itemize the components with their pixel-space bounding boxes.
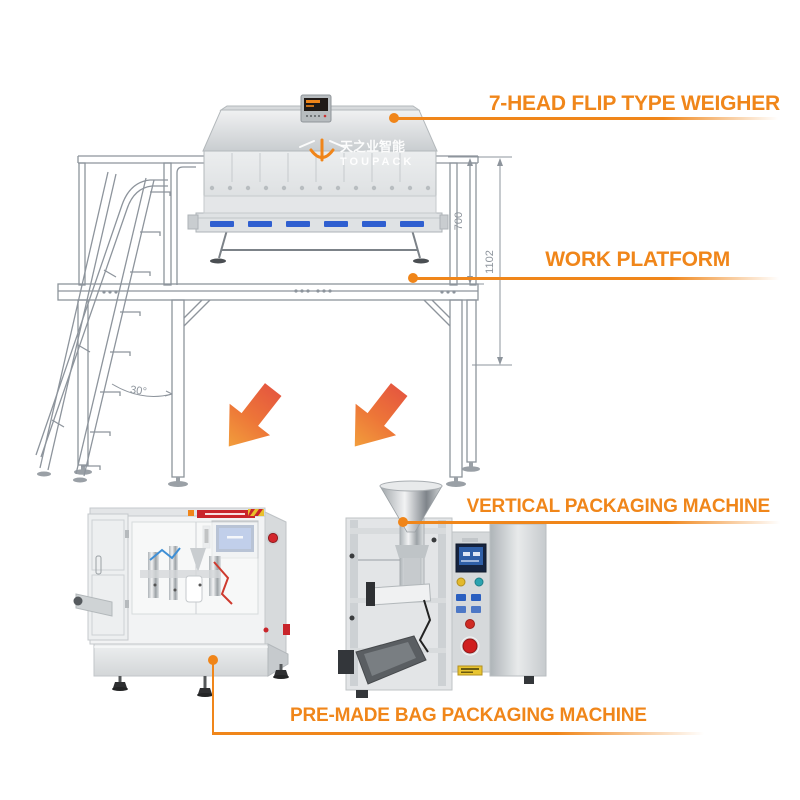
flip-bucket-pivots bbox=[209, 185, 431, 191]
premade-machine-estop bbox=[266, 531, 280, 545]
conveyor-belts bbox=[210, 221, 424, 227]
vffs-control-panel bbox=[455, 538, 487, 676]
callout-premade-machine-label: PRE-MADE BAG PACKAGING MACHINE bbox=[290, 705, 647, 726]
callout-vertical-machine-label: VERTICAL PACKAGING MACHINE bbox=[466, 496, 771, 517]
brand-watermark: 天之业智能 TOUPACK bbox=[299, 138, 414, 168]
callout-point-dot bbox=[408, 273, 418, 283]
callout-point-dot bbox=[398, 517, 408, 527]
vffs-mechanism bbox=[349, 537, 437, 653]
callout-vertical-machine-leader-line bbox=[403, 521, 780, 524]
watermark-cn-text: 天之业智能 bbox=[340, 139, 405, 154]
callout-point-dot bbox=[208, 655, 218, 665]
arrow-down-left-icon bbox=[228, 383, 282, 447]
weigher-head-display bbox=[300, 94, 332, 123]
platform-ladder bbox=[35, 171, 173, 483]
flip-weigher-machine: 天之业智能 TOUPACK bbox=[187, 94, 449, 264]
dimension-1102-label: 1102 bbox=[484, 250, 496, 274]
callout-weigher-label: 7-HEAD FLIP TYPE WEIGHER bbox=[488, 92, 780, 115]
premade-machine-feet bbox=[112, 664, 289, 697]
callout-work-platform-leader-line bbox=[413, 277, 779, 280]
callout-premade-leader-hline bbox=[211, 732, 704, 735]
callout-premade-leader-vline bbox=[211, 660, 214, 734]
callout-work-platform-label: WORK PLATFORM bbox=[545, 248, 730, 271]
brand-anchor-icon bbox=[309, 138, 335, 162]
vffs-discharge-chute bbox=[338, 635, 427, 685]
dimension-700-label: 700 bbox=[453, 212, 465, 230]
premade-bag-machine-photo bbox=[73, 507, 290, 697]
watermark-en-text: TOUPACK bbox=[340, 156, 414, 168]
deck-bolts bbox=[102, 289, 456, 294]
vffs-estop bbox=[462, 638, 478, 654]
callout-weigher-leader-line bbox=[394, 117, 778, 120]
arrow-down-left-icon bbox=[354, 383, 408, 447]
callout-point-dot bbox=[389, 113, 399, 123]
ladder-steps bbox=[81, 191, 171, 470]
dimension-annotations bbox=[448, 156, 512, 366]
ladder-angle-label: 30° bbox=[129, 384, 147, 398]
vertical-machine-photo bbox=[338, 480, 547, 698]
platform-feet bbox=[74, 462, 480, 487]
premade-machine-mechanism bbox=[140, 546, 233, 605]
